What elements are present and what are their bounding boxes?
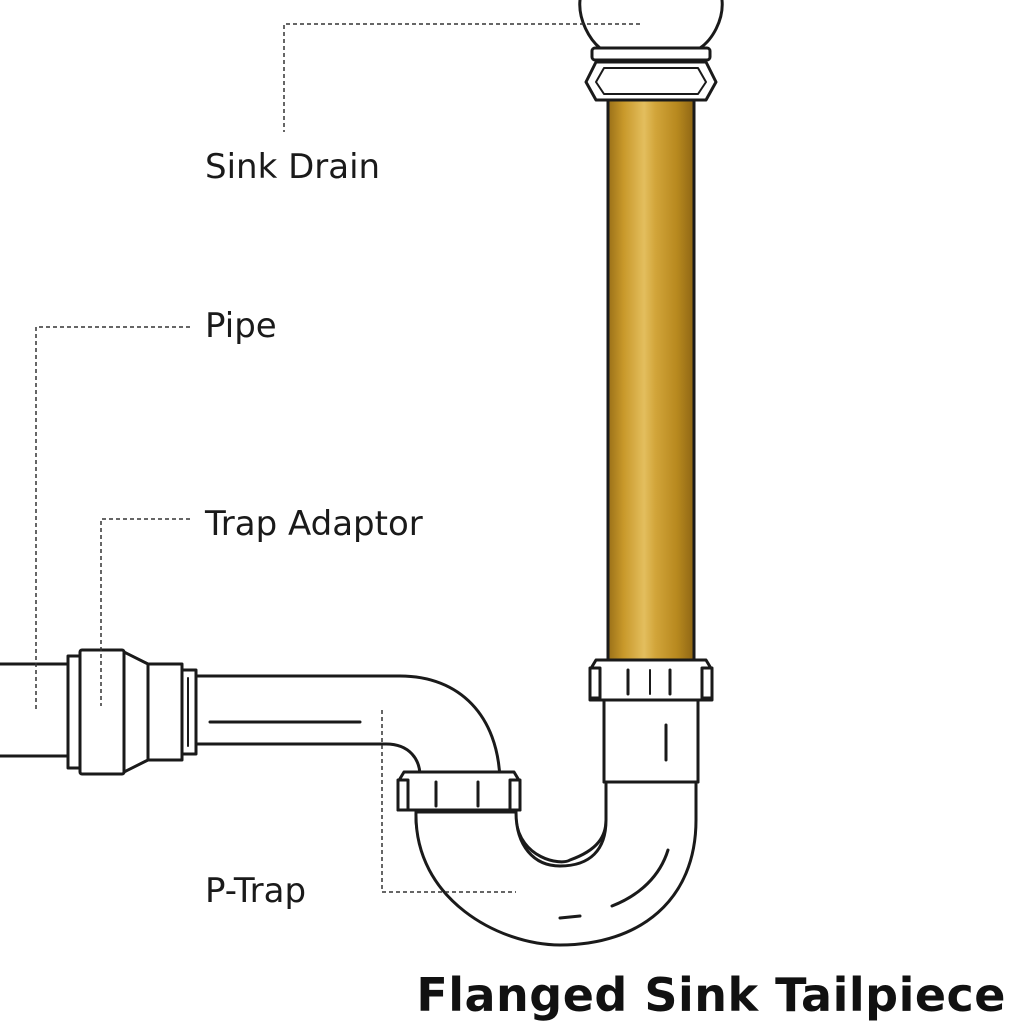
top-slip-nut — [584, 60, 718, 102]
tailpiece-coupling-sleeve — [602, 696, 700, 784]
sink-drain-body — [578, 0, 724, 62]
p-trap-slip-nut — [396, 770, 522, 812]
existing-pipe — [0, 662, 70, 758]
label-sink-drain: Sink Drain — [205, 147, 381, 187]
trap-arm — [194, 674, 502, 782]
label-pipe: Pipe — [205, 306, 277, 346]
leader-pipe — [35, 326, 190, 710]
trap-adaptor — [66, 648, 198, 776]
tailpiece-slip-nut — [588, 658, 714, 702]
flanged-sink-tailpiece — [606, 98, 696, 662]
leader-trap-adaptor — [100, 518, 190, 706]
label-trap-adaptor: Trap Adaptor — [205, 504, 423, 544]
leader-p-trap — [381, 710, 516, 893]
label-p-trap: P-Trap — [205, 871, 307, 911]
diagram-title: Flanged Sink Tailpiece — [416, 968, 1006, 1022]
leader-sink-drain — [283, 23, 640, 132]
